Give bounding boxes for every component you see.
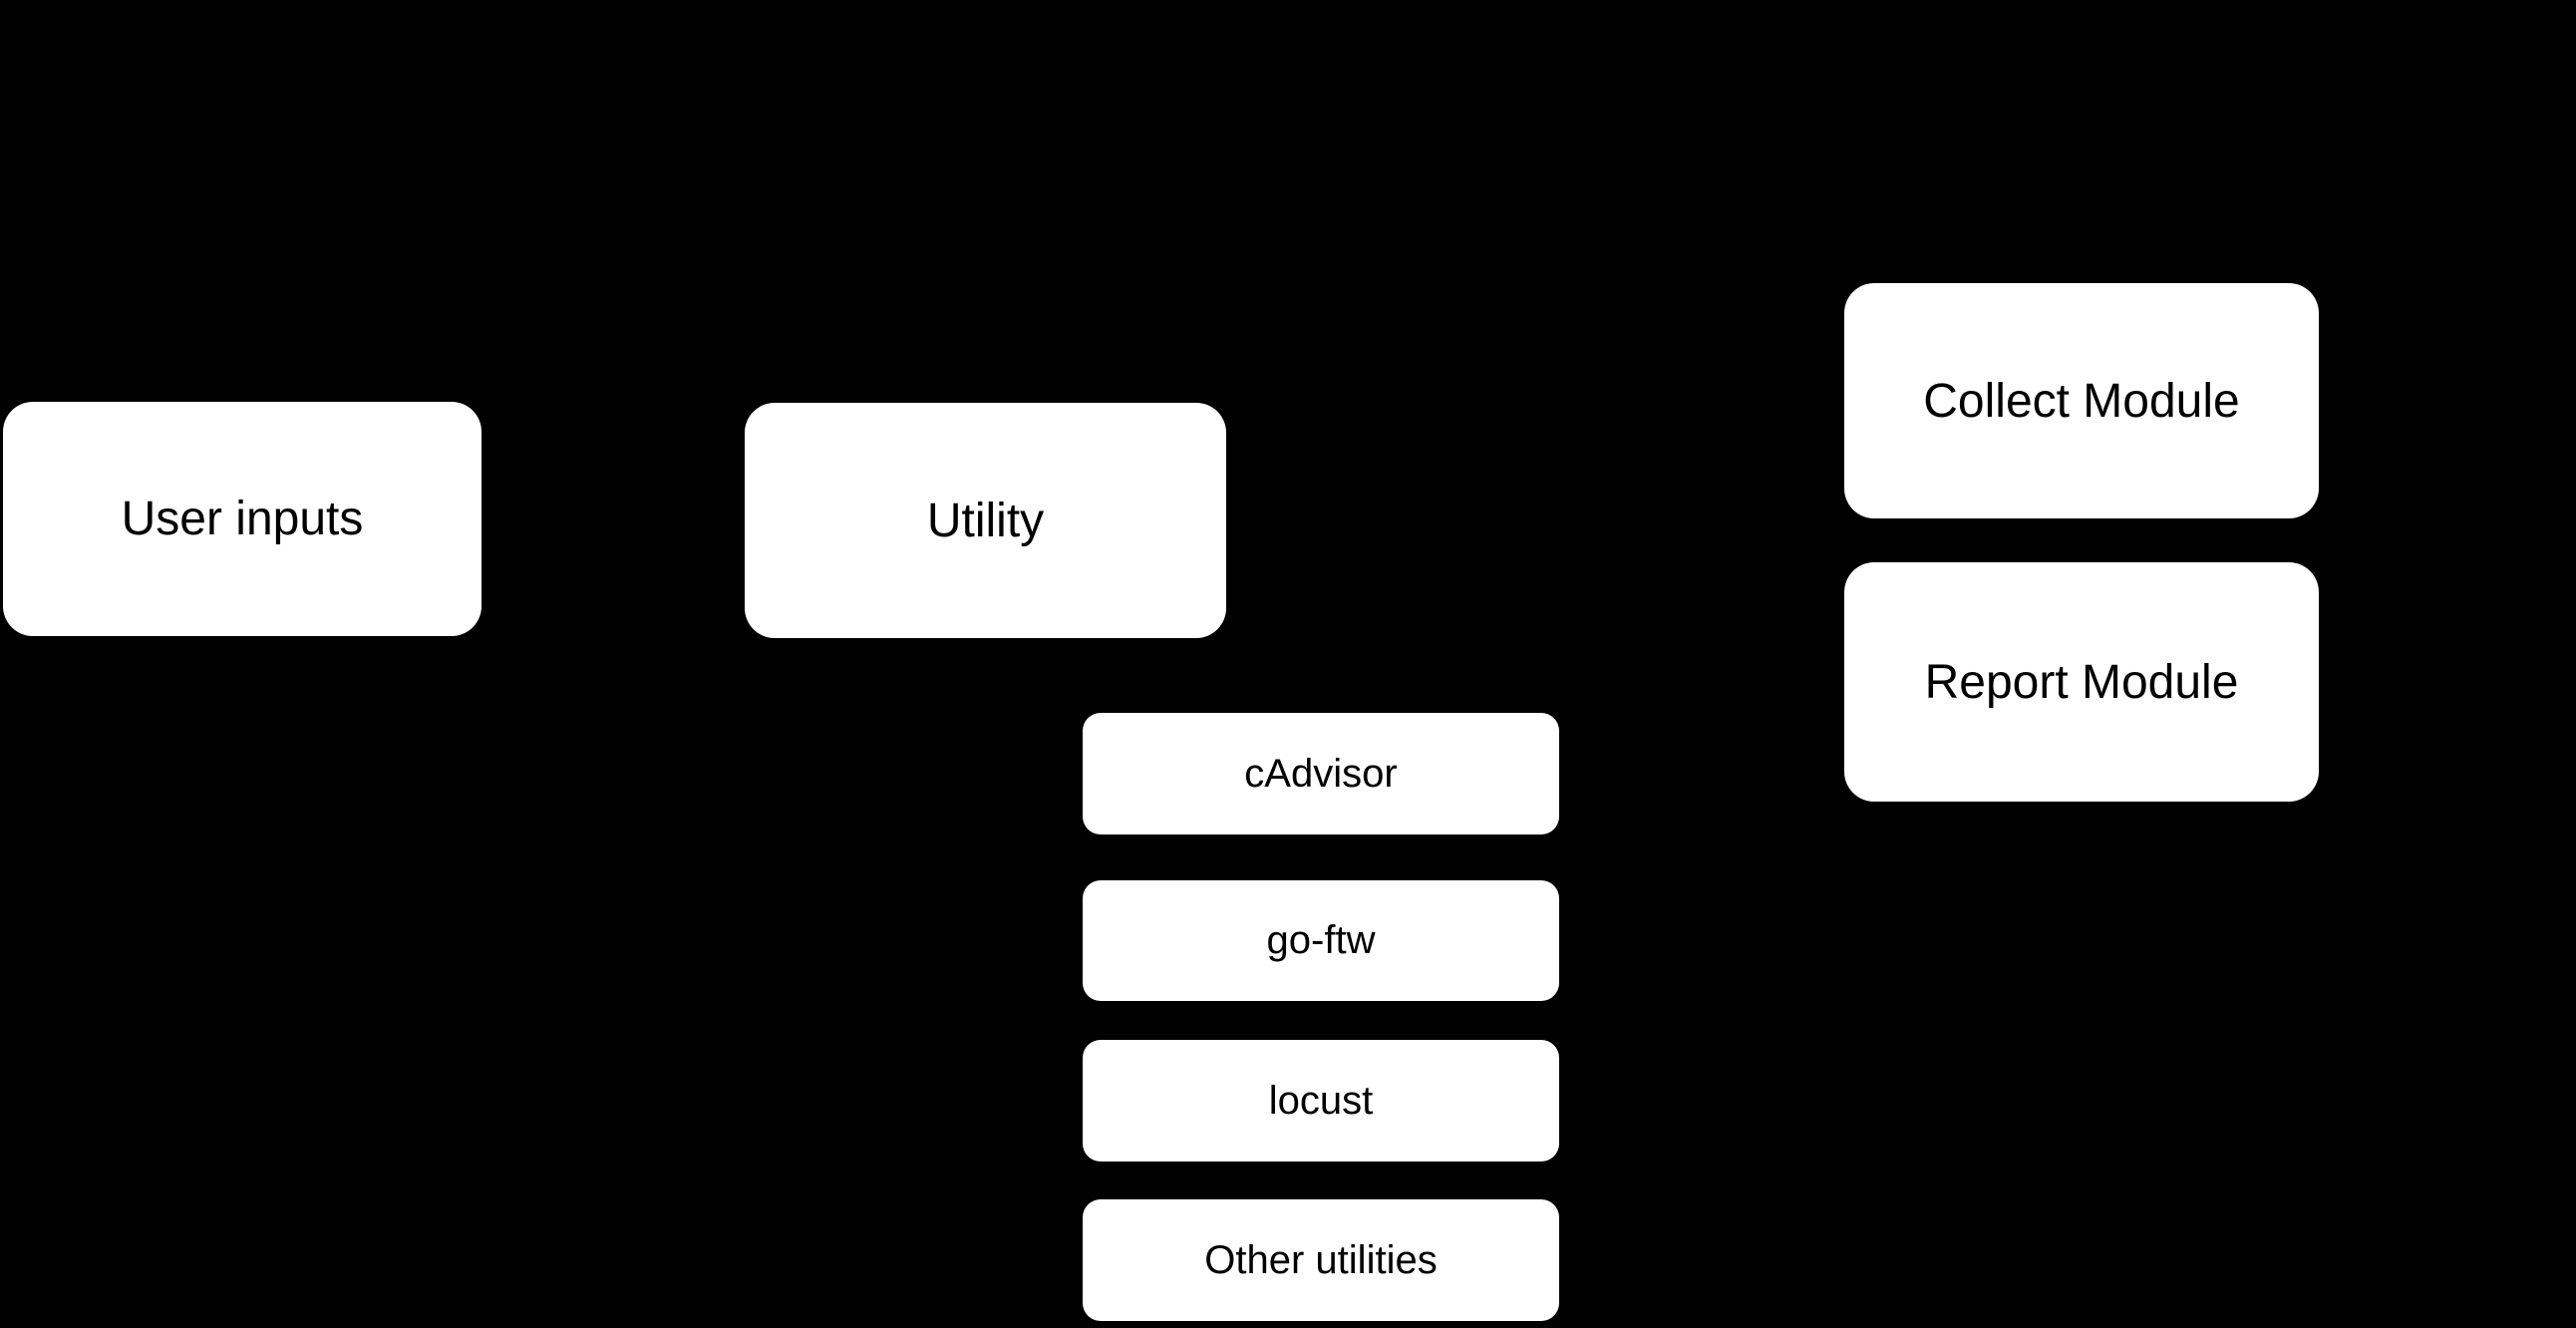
- node-utility: Utility: [745, 403, 1226, 638]
- node-collect-module: Collect Module: [1844, 283, 2319, 518]
- node-collect-module-label: Collect Module: [1923, 374, 2240, 428]
- node-report-module-label: Report Module: [1924, 655, 2239, 709]
- node-cadvisor: cAdvisor: [1083, 713, 1559, 834]
- node-go-ftw-label: go-ftw: [1266, 918, 1376, 962]
- node-locust-label: locust: [1268, 1078, 1374, 1123]
- node-locust: locust: [1083, 1040, 1559, 1162]
- node-other-utilities: Other utilities: [1083, 1199, 1559, 1321]
- node-go-ftw: go-ftw: [1083, 880, 1559, 1001]
- node-utility-label: Utility: [926, 494, 1045, 547]
- node-report-module: Report Module: [1844, 562, 2319, 802]
- node-other-utilities-label: Other utilities: [1204, 1237, 1438, 1282]
- node-user-inputs-label: User inputs: [121, 493, 364, 545]
- node-cadvisor-label: cAdvisor: [1244, 751, 1398, 796]
- node-user-inputs: User inputs: [3, 402, 482, 636]
